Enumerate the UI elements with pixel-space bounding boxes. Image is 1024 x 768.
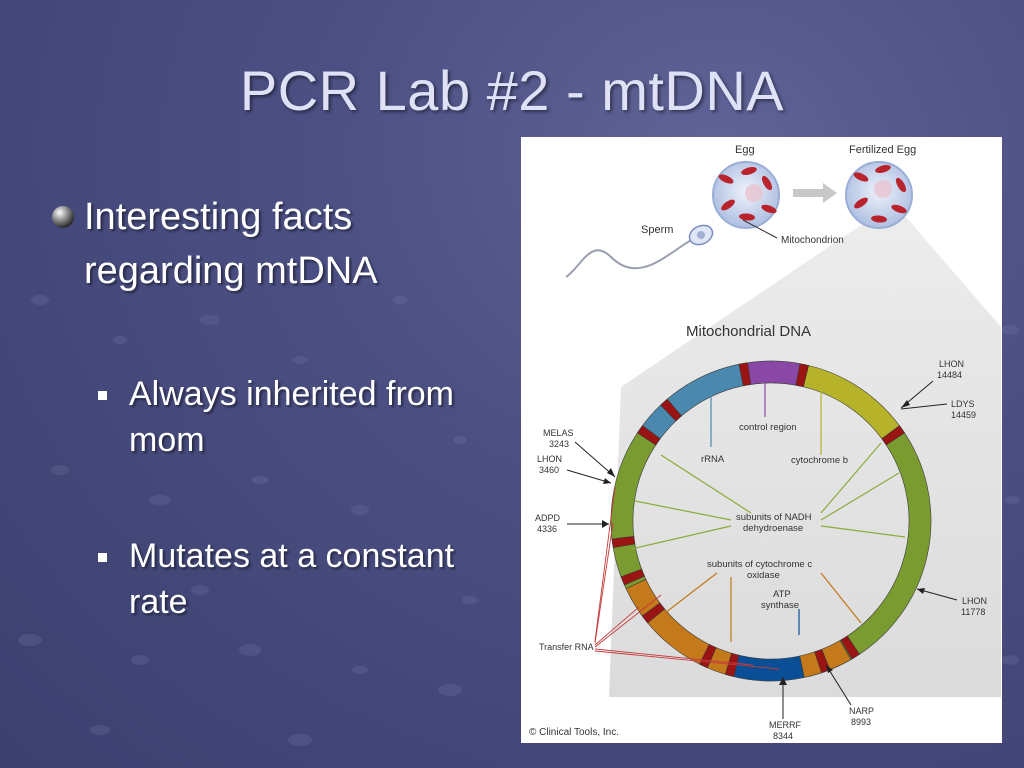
mutation-position: 14459 bbox=[951, 410, 976, 420]
sperm-cell bbox=[565, 224, 714, 278]
trna-band bbox=[840, 635, 860, 660]
cox-label-line2: oxidase bbox=[747, 570, 780, 581]
cytochrome-b-label: cytochrome b bbox=[791, 455, 848, 466]
trna-band bbox=[814, 648, 831, 674]
transfer-rna-label: Transfer RNA bbox=[539, 642, 594, 652]
mutation-name: LHON bbox=[939, 359, 964, 369]
sub-bullet: Always inherited from mom bbox=[98, 371, 518, 463]
mutation-position: 4336 bbox=[537, 524, 557, 534]
trna-band bbox=[738, 362, 752, 387]
mutation-name: NARP bbox=[849, 706, 874, 716]
sphere-bullet-icon bbox=[52, 206, 74, 228]
mutation-position: 8344 bbox=[773, 731, 793, 741]
trna-band bbox=[641, 602, 666, 624]
trna-band bbox=[795, 363, 809, 388]
square-bullet-icon bbox=[98, 391, 107, 400]
fertilized-egg-cell bbox=[845, 161, 913, 229]
mtdna-diagram: Egg Fertilized Egg Sperm Mitochondrio bbox=[529, 144, 1001, 741]
transfer-rna-lines bbox=[594, 486, 780, 670]
mutation-position: 11778 bbox=[961, 607, 985, 617]
atp-label-line1: ATP bbox=[773, 589, 791, 600]
mutation-position: 3243 bbox=[549, 439, 569, 449]
bullet-text: Interesting facts regarding mtDNA bbox=[84, 196, 378, 292]
mutation-name: LDYS bbox=[951, 399, 975, 409]
sub-bullet-text: Mutates at a constant rate bbox=[129, 537, 455, 621]
egg-cell bbox=[712, 161, 780, 229]
copyright-text: © Clinical Tools, Inc. bbox=[529, 727, 619, 738]
cox-label-line1: subunits of cytochrome c bbox=[707, 559, 812, 570]
mutation-annotations: LHON 14484 LDYS 14459 MELAS 3243 LHON 34… bbox=[535, 359, 987, 741]
mutation-name: MERRF bbox=[769, 720, 801, 730]
nadh-label-line2: dehydroenase bbox=[743, 523, 803, 534]
mutation-name: MELAS bbox=[543, 428, 574, 438]
mutation-name: LHON bbox=[962, 596, 987, 606]
trna-band bbox=[660, 398, 682, 422]
mutation-name: LHON bbox=[537, 454, 562, 464]
mitochondrion-pointer bbox=[742, 219, 778, 239]
development-arrow bbox=[793, 183, 837, 203]
trna-band bbox=[611, 536, 636, 549]
control-region-label: control region bbox=[739, 422, 797, 433]
rrna-label: rRNA bbox=[701, 454, 725, 465]
bullet-level-1: Interesting facts regarding mtDNA bbox=[50, 190, 470, 298]
mutation-name: ADPD bbox=[535, 513, 561, 523]
slide-title: PCR Lab #2 - mtDNA bbox=[239, 59, 785, 122]
gene-labels: control region rRNA cytochrome b subunit… bbox=[701, 422, 848, 611]
fertilized-egg-label: Fertilized Egg bbox=[849, 144, 916, 156]
mtdna-figure: Egg Fertilized Egg Sperm Mitochondrio bbox=[521, 137, 1002, 743]
mutation-position: 14484 bbox=[937, 370, 962, 380]
egg-label: Egg bbox=[735, 144, 755, 156]
mitochondrion-label: Mitochondrion bbox=[781, 235, 844, 246]
mtdna-ring bbox=[610, 360, 932, 682]
mutation-position: 8993 bbox=[851, 717, 871, 727]
diagram-title: Mitochondrial DNA bbox=[686, 323, 811, 340]
sub-bullet-text: Always inherited from mom bbox=[129, 375, 455, 459]
trna-band bbox=[620, 568, 645, 586]
trna-band bbox=[637, 425, 661, 446]
trna-band bbox=[881, 425, 905, 446]
square-bullet-icon bbox=[98, 553, 107, 562]
mutation-position: 3460 bbox=[539, 465, 559, 475]
sub-bullet: Mutates at a constant rate bbox=[98, 533, 518, 625]
sperm-label: Sperm bbox=[641, 224, 673, 236]
trna-band bbox=[724, 652, 740, 678]
atp-label-line2: synthase bbox=[761, 600, 799, 611]
nadh-label-line1: subunits of NADH bbox=[736, 512, 812, 523]
control-region-segment bbox=[742, 360, 805, 387]
gene-connector-lines bbox=[630, 382, 906, 642]
